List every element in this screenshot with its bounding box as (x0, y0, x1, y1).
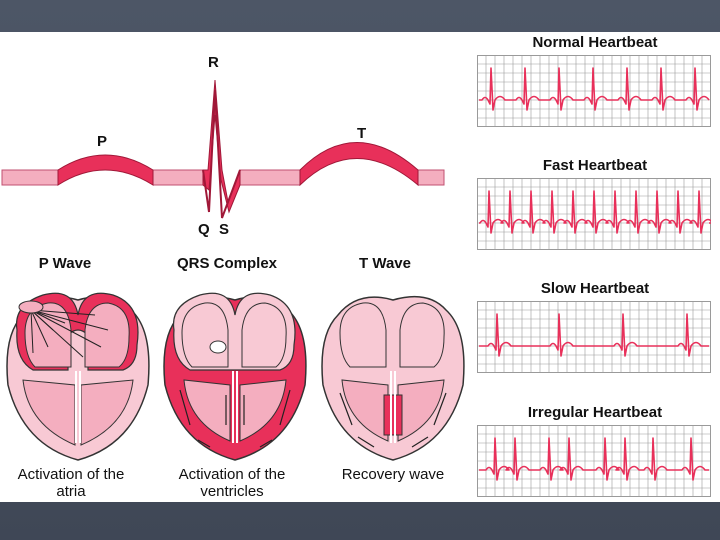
wave-label-q: Q (198, 221, 210, 238)
phase-heading-qrs-complex: QRS Complex (176, 255, 278, 272)
phase-caption-atria-line2: atria (56, 483, 86, 500)
pqrst-waveform (1, 79, 445, 219)
phase-heading-p-wave: P Wave (38, 255, 92, 272)
phase-caption-atria: Activation of the atria (0, 466, 151, 500)
ekg-strip-slow (477, 301, 711, 373)
phase-caption-ventricles-line2: ventricles (200, 483, 264, 500)
phase-caption-atria-line1: Activation of the (17, 466, 125, 483)
phase-caption-ventricles-line1: Activation of the (178, 466, 286, 483)
ekg-title-fast: Fast Heartbeat (542, 157, 648, 174)
phase-caption-recovery-line1: Recovery wave (341, 466, 445, 483)
ekg-strip-fast (477, 178, 711, 250)
ekg-title-slow: Slow Heartbeat (540, 280, 650, 297)
phase-caption-recovery: Recovery wave (313, 466, 473, 483)
phase-caption-ventricles: Activation of the ventricles (152, 466, 312, 500)
ekg-title-irregular: Irregular Heartbeat (527, 404, 663, 421)
ekg-strip-irregular (477, 425, 711, 497)
wave-label-s: S (219, 221, 230, 238)
wave-label-r: R (208, 54, 219, 71)
ekg-title-normal: Normal Heartbeat (532, 34, 658, 51)
wave-label-t: T (357, 125, 367, 142)
ekg-strip-normal (477, 55, 711, 127)
phase-heading-t-wave: T Wave (359, 255, 411, 272)
wave-label-p: P (97, 133, 108, 150)
heart-atrial-activation-image (6, 292, 150, 461)
heart-recovery-image (321, 295, 465, 461)
heart-ventricular-activation-image (163, 292, 307, 461)
